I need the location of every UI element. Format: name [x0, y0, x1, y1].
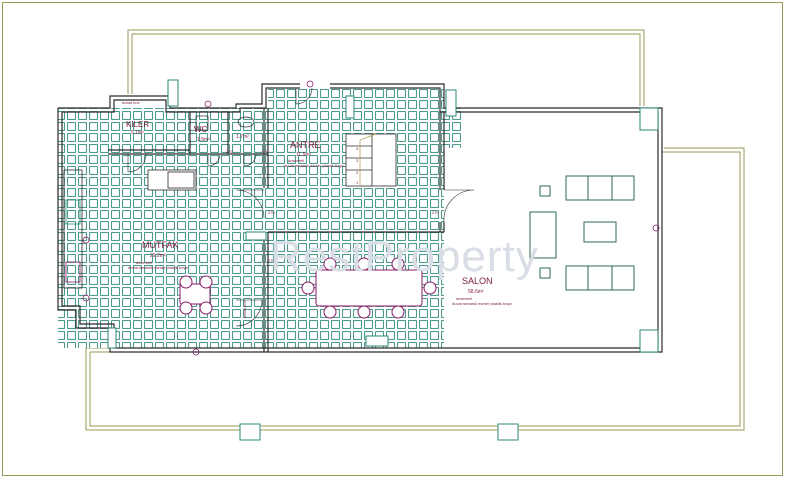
mutfak-area: 29.2m² [150, 253, 166, 259]
lavabo-area: 1.7m² [236, 134, 249, 140]
finish-a-label-3: dosemeli [136, 260, 152, 265]
doors [127, 87, 475, 327]
kitchen-counter [63, 169, 197, 289]
door-size-2: 270 [262, 149, 269, 154]
mutfak-name: MUTFAK [142, 240, 179, 250]
stair-step-2: 2 [356, 170, 359, 175]
salon-area: 58.6m² [468, 289, 484, 295]
watermark: RestProperty [270, 232, 539, 281]
stair-step-3: 3 [356, 158, 359, 163]
room-labels: KILER 5.1m² WC 1.9m² 1.7m² ANTRE 11.5m² … [122, 100, 512, 318]
window-markers [82, 80, 660, 356]
living-furniture [529, 175, 635, 291]
staircase [345, 133, 397, 187]
untiled-areas [148, 108, 662, 352]
walls [57, 83, 663, 353]
closet-label-2: bobat box [242, 300, 247, 318]
finish-b-label-2: duvar:seramik esmer plastik boya [284, 163, 344, 168]
door-size-1: 270 [226, 149, 233, 154]
antre-area: 11.5m² [296, 152, 312, 158]
door-size-4: 270 [432, 210, 439, 215]
wc-name: WC [194, 125, 208, 134]
columns [107, 79, 659, 441]
drawing-frame [2, 2, 783, 476]
finish-b-label-3: duvar:seramik esmer plastik boya [128, 265, 188, 270]
kiler-area: 5.1m² [131, 130, 144, 136]
stair-step-4: 4 [356, 146, 359, 151]
finish-a-label: dosemeli [456, 296, 472, 301]
closet-label: bobat box [122, 100, 140, 105]
door-size-3: 270 [268, 210, 275, 215]
finish-a-label-2: dosemeli [288, 158, 304, 163]
salon-name: SALON [462, 276, 493, 286]
antre-name: ANTRE [290, 140, 321, 150]
finish-b-label: duvar:seramik esmer plastik boya [452, 301, 512, 306]
stair-step-1: 1 [356, 180, 359, 185]
kiler-name: KILER [126, 120, 149, 129]
dining-set [179, 257, 437, 319]
door-size-5: 270 [268, 258, 275, 263]
wc-fixtures [195, 115, 255, 131]
wc-area: 1.9m² [197, 137, 210, 143]
